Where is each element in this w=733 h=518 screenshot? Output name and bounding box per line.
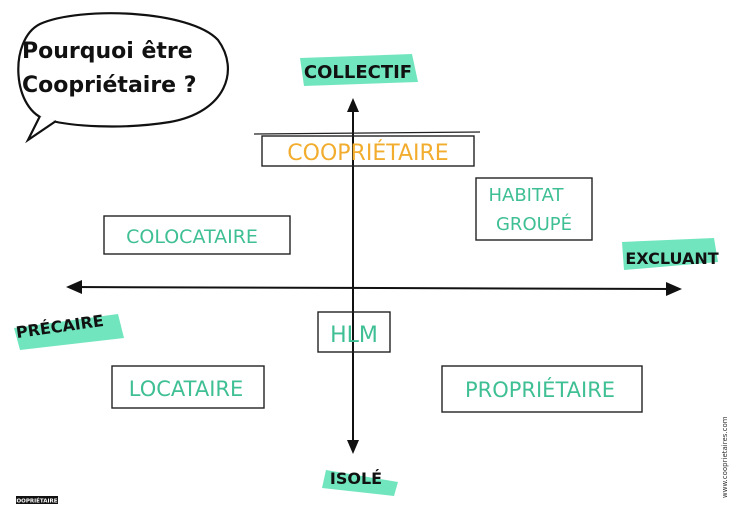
cooprietaire-label: COOPRIÉTAIRE [287, 140, 448, 166]
locataire-label: LOCATAIRE [129, 377, 244, 401]
proprietaire-box: PROPRIÉTAIRE [441, 365, 643, 413]
groupe-label: GROUPÉ [496, 213, 572, 235]
axis-right-label: EXCLUANT [622, 238, 719, 270]
horizontal-axis [66, 280, 682, 296]
vertical-axis [347, 98, 359, 454]
cooprietaires-logo: COOPRIÉTAIRES [12, 496, 62, 505]
locataire-box: LOCATAIRE [111, 365, 265, 409]
logo-text: COOPRIÉTAIRES [12, 497, 61, 505]
hlm-box: HLM [317, 311, 391, 353]
axis-bottom-text: ISOLÉ [330, 469, 382, 488]
bubble-line-1: Pourquoi être [22, 39, 193, 64]
hlm-label: HLM [330, 323, 378, 348]
bubble-line-2: Coopriétaire ? [22, 73, 197, 98]
proprietaire-label: PROPRIÉTAIRE [465, 377, 615, 402]
website-text: www.cooprietaires.com [721, 416, 729, 498]
habitat-groupe-box: HABITAT GROUPÉ [475, 177, 593, 241]
axis-top-label: COLLECTIF [300, 54, 418, 86]
speech-bubble: Pourquoi être Coopriétaire ? [17, 12, 229, 144]
axis-left-label: PRÉCAIRE [14, 311, 124, 350]
axis-bottom-label: ISOLÉ [322, 469, 398, 496]
axis-right-text: EXCLUANT [625, 249, 718, 268]
cooprietaire-box: COOPRIÉTAIRE [253, 131, 481, 167]
colocataire-box: COLOCATAIRE [103, 215, 291, 255]
axis-top-text: COLLECTIF [304, 62, 412, 83]
habitat-label: HABITAT [488, 185, 564, 206]
colocataire-label: COLOCATAIRE [126, 226, 258, 248]
